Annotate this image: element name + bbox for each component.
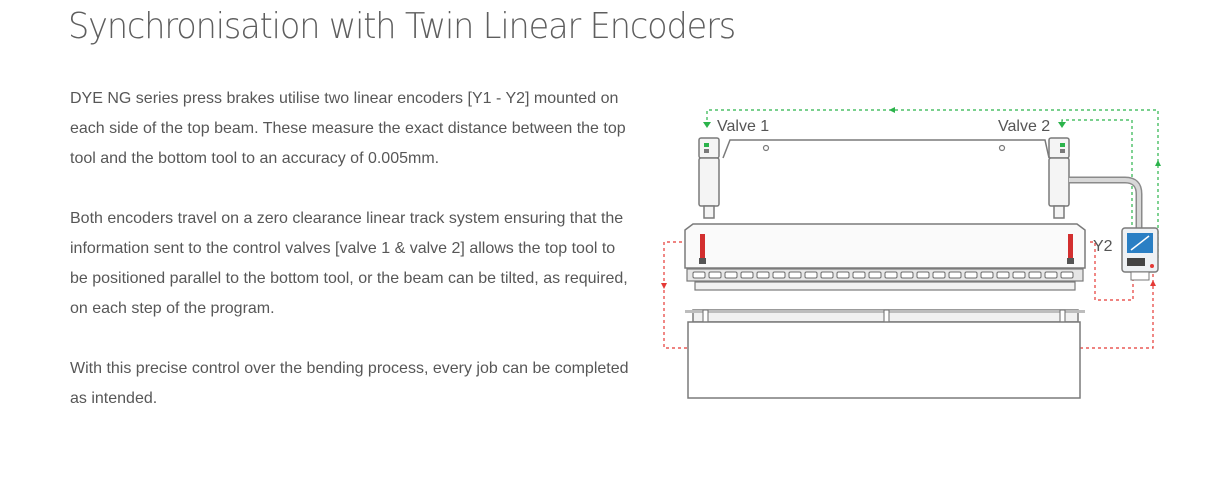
clamp-block [932,271,946,279]
clamp-block [1044,271,1058,279]
clamp-block [996,271,1010,279]
red-signal-lines [663,241,1154,349]
green-arrow-top [889,107,895,113]
clamp-block [948,271,962,279]
article-body: DYE NG series press brakes utilise two l… [70,84,630,444]
paragraph-encoders: DYE NG series press brakes utilise two l… [70,90,626,167]
control-unit [1121,227,1159,281]
page-title: Synchronisation with Twin Linear Encoder… [68,6,736,47]
frame-hole-left [762,144,770,152]
clamp-block [1028,271,1042,279]
clamp-block [788,271,802,279]
clamp-block [756,271,770,279]
machine-frame [722,139,1050,159]
clamp-block [804,271,818,279]
encoder-y1 [700,234,705,260]
hydraulic-pipe [1069,176,1143,230]
clamp-block [852,271,866,279]
clamp-block [772,271,786,279]
clamp-block [692,271,706,279]
upper-tool [694,281,1076,291]
label-y2: Y2 [1093,238,1113,255]
label-valve-2: Valve 2 [998,118,1050,135]
clamp-block [884,271,898,279]
clamp-block [836,271,850,279]
green-arrow-valve-2 [1058,122,1066,128]
clamp-block [964,271,978,279]
valve-2 [1048,137,1070,219]
clamp-block [740,271,754,279]
lower-beam [687,321,1081,399]
clamp-block [820,271,834,279]
clamp-block [1012,271,1026,279]
paragraph-track-system: Both encoders travel on a zero clearance… [70,210,628,317]
clamp-block [1060,271,1074,279]
green-arrow-right [1155,160,1161,166]
clamp-block [980,271,994,279]
clamp-blocks [692,271,1074,279]
red-arrow-right [1150,280,1156,286]
upper-beam [684,223,1086,269]
clamp-block [916,271,930,279]
clamp-block [724,271,738,279]
red-arrow-left [661,283,667,289]
clamp-block [900,271,914,279]
clamp-block [708,271,722,279]
green-arrow-valve-1 [703,122,711,128]
press-brake-diagram: Valve 1 Valve 2 Y2 [655,100,1175,410]
frame-hole-right [998,144,1006,152]
encoder-y2 [1068,234,1073,260]
clamp-block [868,271,882,279]
paragraph-precise-control: With this precise control over the bendi… [70,360,629,407]
label-valve-1: Valve 1 [717,118,769,135]
